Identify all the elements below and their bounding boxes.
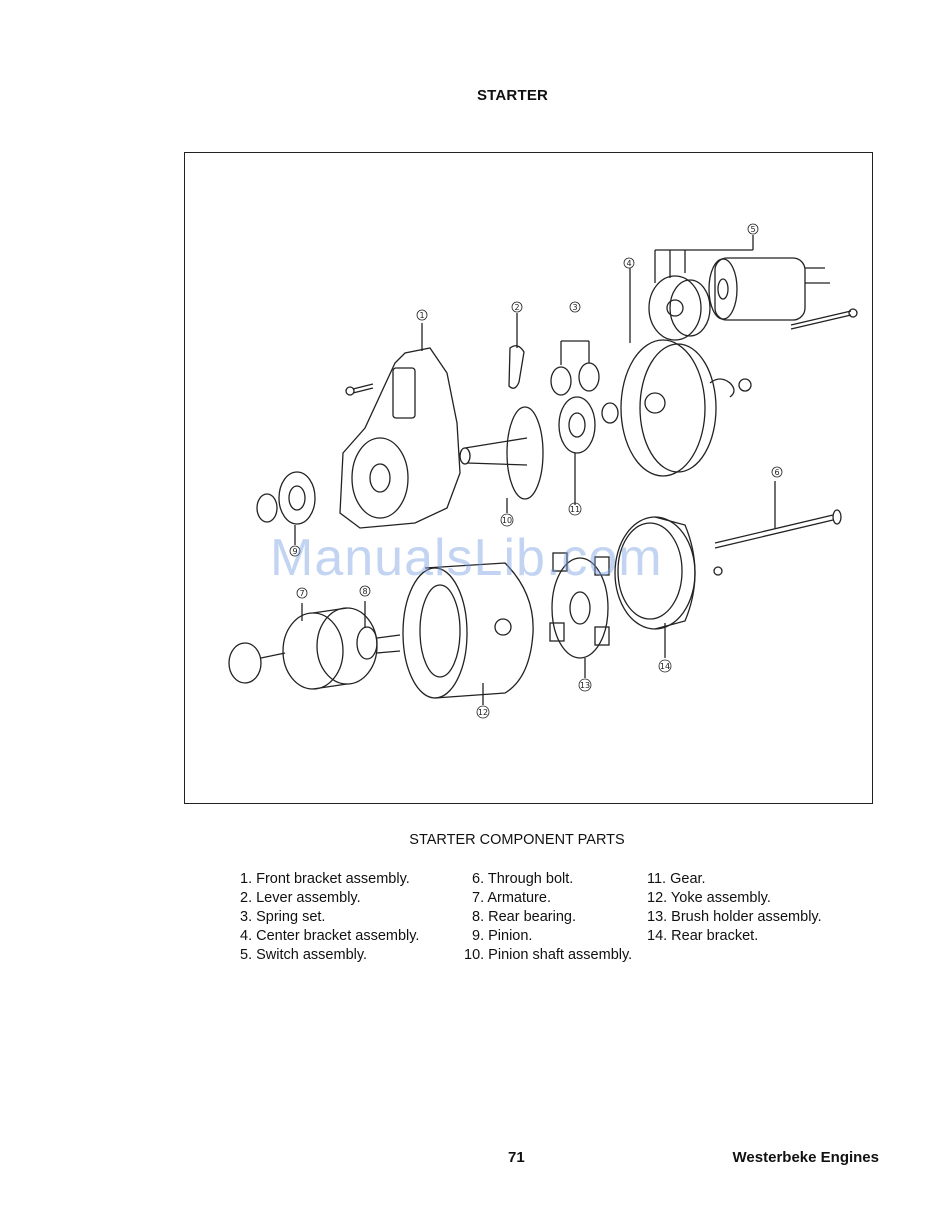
footer-brand: Westerbeke Engines [732, 1149, 879, 1166]
callout-3: 3 [569, 301, 581, 313]
part-item: 13. Brush holder assembly. [647, 909, 822, 925]
figure-caption: STARTER COMPONENT PARTS [409, 832, 625, 848]
yoke-assembly-drawing [402, 562, 534, 705]
callout-3-label: 3 [572, 303, 577, 312]
callout-13: 13 [578, 678, 592, 692]
callout-7: 7 [296, 587, 308, 599]
callout-9: 9 [289, 545, 301, 557]
exploded-diagram-frame: 1 2 3 4 5 6 7 8 9 10 11 12 13 14 [184, 152, 873, 804]
callout-12: 12 [476, 705, 490, 719]
part-item: 1. Front bracket assembly. [240, 871, 410, 887]
spring-set-and-gear-drawing [550, 340, 619, 505]
callout-2: 2 [511, 301, 523, 313]
callout-4: 4 [623, 257, 635, 269]
callout-8-label: 8 [362, 587, 367, 596]
page-number: 71 [508, 1149, 525, 1166]
part-item: 5. Switch assembly. [240, 947, 368, 963]
part-item: 6. Through bolt. [472, 871, 574, 887]
pinion-drawing [256, 471, 316, 545]
callout-11: 11 [568, 502, 582, 516]
parts-list-column-2: 6. Through bolt. 7. Armature. 8. Rear be… [464, 870, 632, 965]
part-item: 11. Gear. [647, 871, 706, 887]
part-item: 3. Spring set. [240, 909, 326, 925]
rear-bracket-drawing [614, 516, 696, 658]
part-item: 7. Armature. [472, 890, 551, 906]
part-item: 14. Rear bracket. [647, 928, 759, 944]
part-item: 8. Rear bearing. [472, 909, 576, 925]
through-bolt-drawing [713, 481, 842, 576]
callout-4-label: 4 [626, 259, 631, 268]
callout-8: 8 [359, 585, 371, 597]
starter-exploded-diagram: 1 2 3 4 5 6 7 8 9 10 11 12 13 14 [228, 223, 858, 719]
callout-13-label: 13 [580, 681, 590, 690]
callout-5: 5 [747, 223, 759, 235]
parts-list-column-3: 11. Gear. 12. Yoke assembly. 13. Brush h… [647, 870, 822, 946]
part-item: 9. Pinion. [472, 928, 533, 944]
switch-assembly-drawing [648, 235, 858, 341]
parts-list-column-1: 1. Front bracket assembly. 2. Lever asse… [240, 870, 419, 965]
callout-5-label: 5 [750, 225, 755, 234]
callout-10: 10 [500, 513, 514, 527]
lever-and-pinion-shaft-drawing [459, 313, 544, 513]
callout-14: 14 [658, 659, 672, 673]
callout-6: 6 [771, 466, 783, 478]
callout-1: 1 [416, 309, 428, 321]
brush-holder-drawing [549, 552, 610, 678]
part-item: 4. Center bracket assembly. [240, 928, 420, 944]
armature-and-bearing-drawing [228, 601, 401, 690]
part-item: 2. Lever assembly. [240, 890, 361, 906]
callout-6-label: 6 [774, 468, 779, 477]
watermark: ManualsLib.com [270, 529, 663, 587]
page-title: STARTER [476, 87, 549, 104]
callout-9-label: 9 [292, 547, 297, 556]
callout-11-label: 11 [570, 505, 580, 514]
center-bracket-drawing [620, 268, 752, 477]
part-item: 12. Yoke assembly. [647, 890, 771, 906]
callout-1-label: 1 [419, 311, 424, 320]
callout-7-label: 7 [299, 589, 304, 598]
front-bracket-drawing [339, 323, 461, 529]
callout-14-label: 14 [660, 662, 670, 671]
callout-12-label: 12 [478, 708, 488, 717]
callout-10-label: 10 [502, 516, 512, 525]
callout-2-label: 2 [514, 303, 519, 312]
part-item: 10. Pinion shaft assembly. [464, 947, 633, 963]
